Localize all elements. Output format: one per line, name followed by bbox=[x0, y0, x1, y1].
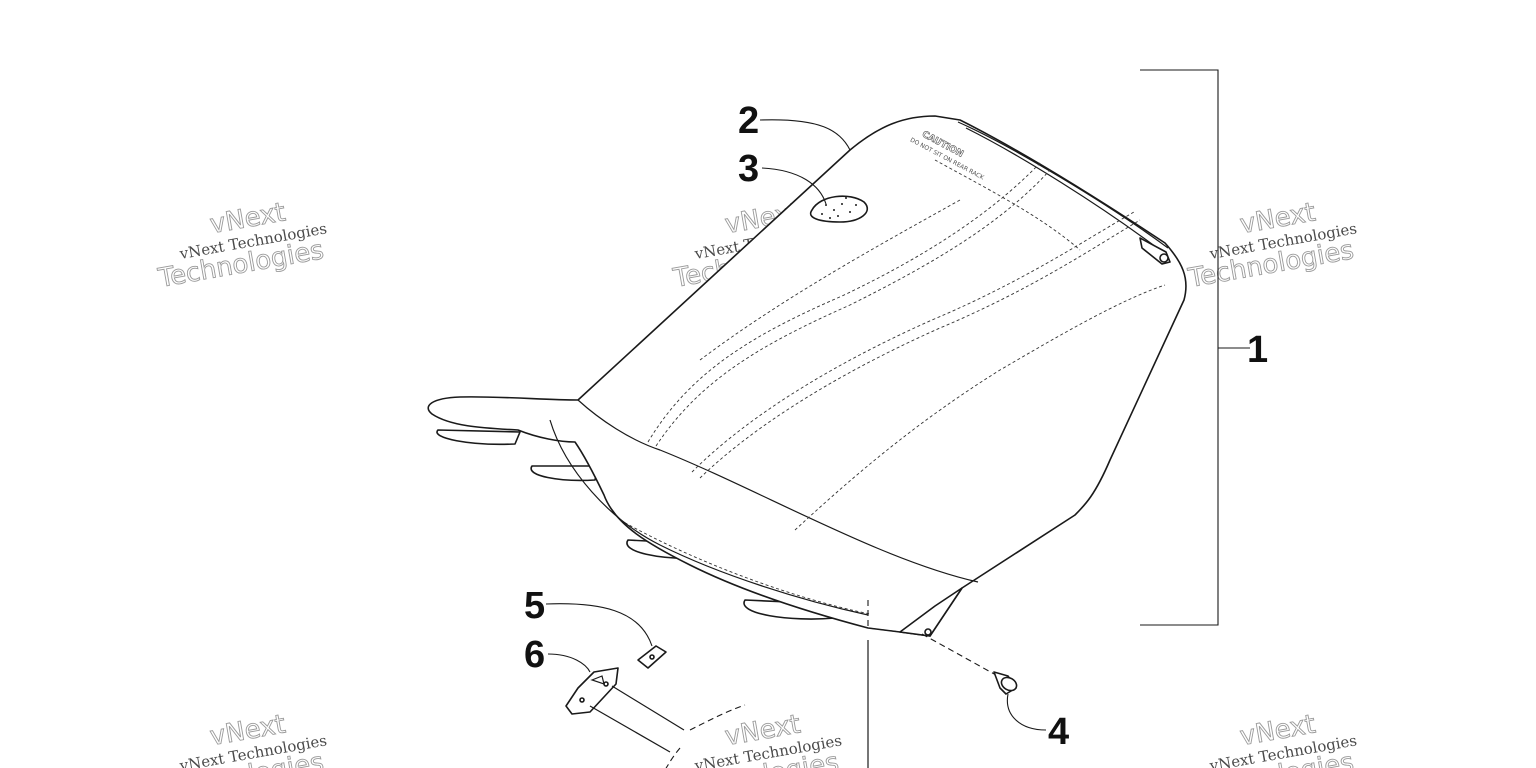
leader-line-5 bbox=[545, 603, 653, 647]
seat-skirt-line bbox=[549, 419, 869, 616]
bracket-dashed-outline bbox=[665, 704, 746, 768]
bracket-projection-line bbox=[589, 705, 671, 753]
bracket-part bbox=[565, 667, 746, 768]
screw-axis-line bbox=[921, 633, 997, 676]
leader-line-2 bbox=[759, 119, 851, 151]
screw-part bbox=[921, 628, 1018, 695]
seat-stitch-line bbox=[691, 211, 1135, 473]
watermark-bottom-left: vNext vNext Technologies Technologies bbox=[155, 709, 328, 768]
seat-stitch-line bbox=[934, 159, 1081, 251]
watermark-bottom-right: vNext vNext Technologies Technologies bbox=[1185, 709, 1358, 768]
assembly-bracket-line bbox=[1140, 69, 1250, 626]
seat-stitch-line bbox=[619, 519, 871, 615]
clip-part bbox=[637, 645, 667, 669]
bracket-projection-line bbox=[611, 685, 685, 731]
seat-stitch-line bbox=[699, 199, 961, 361]
watermark-top-right: vNext vNext Technologies Technologies bbox=[1185, 197, 1358, 295]
seat-rear-ridge bbox=[957, 121, 1169, 249]
leader-line-3 bbox=[761, 167, 827, 205]
seat-stitch-line bbox=[655, 169, 1051, 447]
foam-patch bbox=[809, 195, 869, 223]
leader-line-6 bbox=[547, 653, 591, 673]
mount-tab bbox=[436, 429, 521, 446]
seat-rear-ridge-inner bbox=[965, 127, 1161, 251]
callout-3: 3 bbox=[738, 148, 759, 190]
callout-1: 1 bbox=[1247, 329, 1268, 371]
zipper-pull-icon bbox=[1139, 237, 1171, 265]
seat-front-seam bbox=[577, 399, 979, 583]
watermark-bottom-center: vNext vNext Technologies Technologies bbox=[670, 709, 843, 768]
callout-5: 5 bbox=[524, 585, 545, 627]
leader-line-4 bbox=[1006, 693, 1047, 731]
seat-stitch-line bbox=[647, 162, 1041, 443]
callout-2: 2 bbox=[738, 100, 759, 142]
seat-rear-bracket bbox=[899, 587, 963, 637]
mount-tab bbox=[530, 465, 599, 482]
callout-4: 4 bbox=[1048, 711, 1069, 753]
callout-6: 6 bbox=[524, 634, 545, 676]
seat-stitch-line bbox=[794, 284, 1166, 531]
watermark-top-left: vNext vNext Technologies Technologies bbox=[155, 197, 328, 295]
seat-assembly bbox=[427, 115, 1187, 637]
seat-cover bbox=[427, 115, 1187, 637]
